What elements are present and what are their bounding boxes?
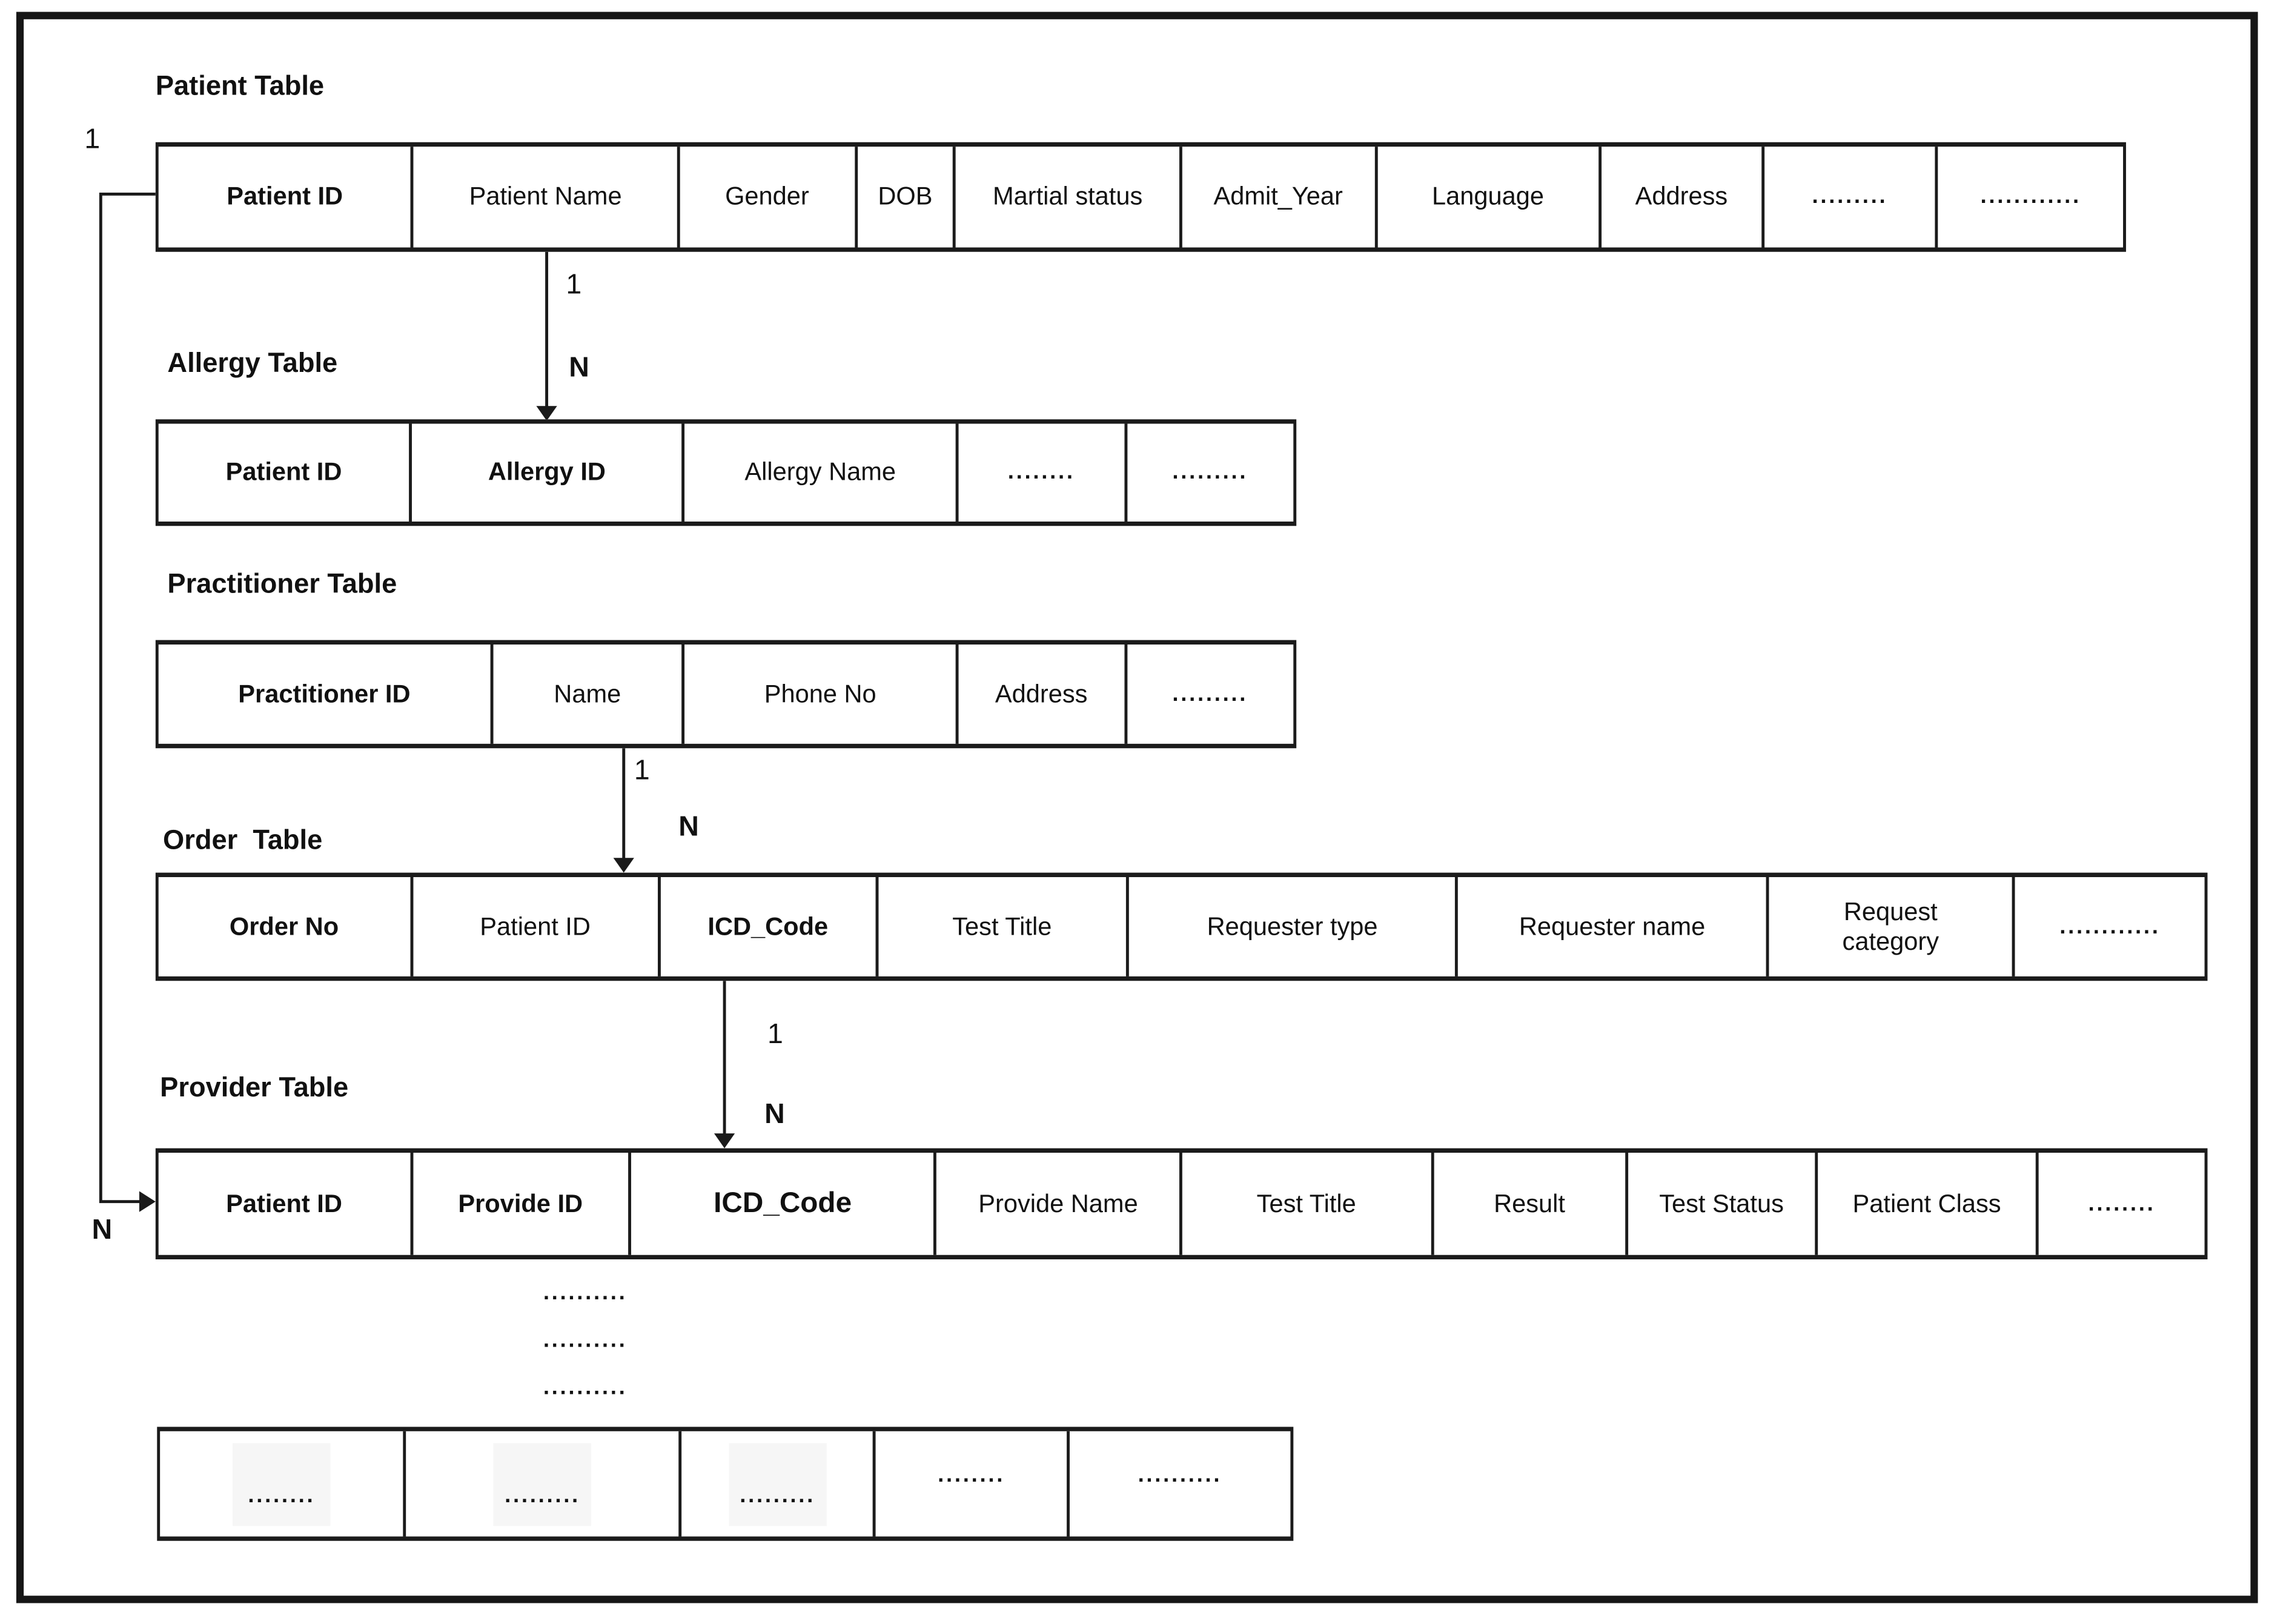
patient-col-ellipsis-2: ............ [1980,184,2081,210]
provider-col-provide-name: Provide Name [937,1152,1182,1255]
provider-col-icd-code: ICD_Code [631,1152,938,1255]
patient-col-admit-year: Admit_Year [1182,147,1377,248]
cardinality-many-order-provider: N [764,1099,785,1131]
ellipsis-row-2: .......... [543,1327,628,1353]
ellipsis-row-1: .......... [543,1280,628,1305]
allergy-col-patient-id: Patient ID [159,423,412,522]
allergy-col-allergy-name: Allergy Name [684,423,959,522]
order-col-ellipsis: ............ [2059,913,2161,940]
provider-col-provide-id: Provide ID [412,1152,632,1255]
order-col-icd-code: ICD_Code [661,877,878,976]
order-col-request-category: Request category [1769,877,2016,976]
allergy-col-ellipsis-1: ........ [959,423,1127,522]
provider-table-row: Patient ID Provide ID ICD_Code Provide N… [155,1148,2208,1260]
allergy-col-ellipsis-2: ......... [1172,460,1248,485]
order-col-requester-name: Requester name [1459,877,1769,976]
order-col-order-no: Order No [159,877,413,976]
provider-col-test-title: Test Title [1182,1152,1434,1255]
order-col-patient-id: Patient ID [412,877,661,976]
provider-table-title: Provider Table [160,1071,349,1102]
practitioner-col-phone-no: Phone No [684,644,959,744]
patient-col-language: Language [1377,147,1602,248]
provider-col-ellipsis: ........ [2088,1191,2156,1216]
patient-col-address: Address [1602,147,1764,248]
patient-table-title: Patient Table [155,69,325,101]
cell-highlight [493,1443,592,1526]
cardinality-one-patient-provider: 1 [84,124,101,156]
provider-col-patient-class: Patient Class [1818,1152,2039,1255]
provider-col-result: Result [1433,1152,1629,1255]
bottom-cell-2: ......... [406,1431,682,1537]
patient-col-gender: Gender [680,147,858,248]
cardinality-many-patient-provider: N [91,1215,113,1247]
practitioner-col-name: Name [493,644,685,744]
allergy-col-allergy-id: Allergy ID [412,423,685,522]
order-col-test-title: Test Title [878,877,1130,976]
patient-col-ellipsis-1: ......... [1764,147,1939,248]
cardinality-many-patient-allergy: N [569,353,589,384]
provider-col-test-status: Test Status [1628,1152,1818,1255]
bottom-cell-1: ........ [160,1431,406,1537]
practitioner-col-ellipsis: ......... [1172,681,1248,707]
order-table-row: Order No Patient ID ICD_Code Test Title … [155,872,2208,981]
practitioner-table-row: Practitioner ID Name Phone No Address ..… [155,640,1297,749]
cell-highlight [233,1443,331,1526]
order-col-requester-type: Requester type [1129,877,1459,976]
provider-col-patient-id: Patient ID [159,1152,413,1255]
cell-highlight [728,1443,827,1526]
bottom-cell-5: .......... [1138,1462,1222,1488]
allergy-table-row: Patient ID Allergy ID Allergy Name .....… [155,419,1297,526]
patient-table-row: Patient ID Patient Name Gender DOB Marti… [155,142,2126,252]
patient-col-martial-status: Martial status [956,147,1182,248]
cardinality-one-order-provider: 1 [767,1019,783,1051]
bottom-cell-4: ........ [876,1431,1070,1537]
allergy-table-title: Allergy Table [167,346,338,378]
patient-col-patient-id: Patient ID [159,147,414,248]
cardinality-many-practitioner-order: N [678,812,699,843]
practitioner-col-address: Address [959,644,1127,744]
patient-col-patient-name: Patient Name [414,147,680,248]
bottom-cell-3: ......... [682,1431,876,1537]
bottom-placeholder-row: ........ ......... ......... ........ ..… [157,1427,1294,1541]
patient-col-dob: DOB [857,147,956,248]
outer-border [16,12,2258,1603]
order-table-title: Order Table [163,823,323,855]
cardinality-one-patient-allergy: 1 [566,270,582,301]
practitioner-table-title: Practitioner Table [167,567,397,599]
ellipsis-row-3: .......... [543,1374,628,1400]
practitioner-col-practitioner-id: Practitioner ID [159,644,494,744]
cardinality-one-practitioner-order: 1 [634,755,650,787]
